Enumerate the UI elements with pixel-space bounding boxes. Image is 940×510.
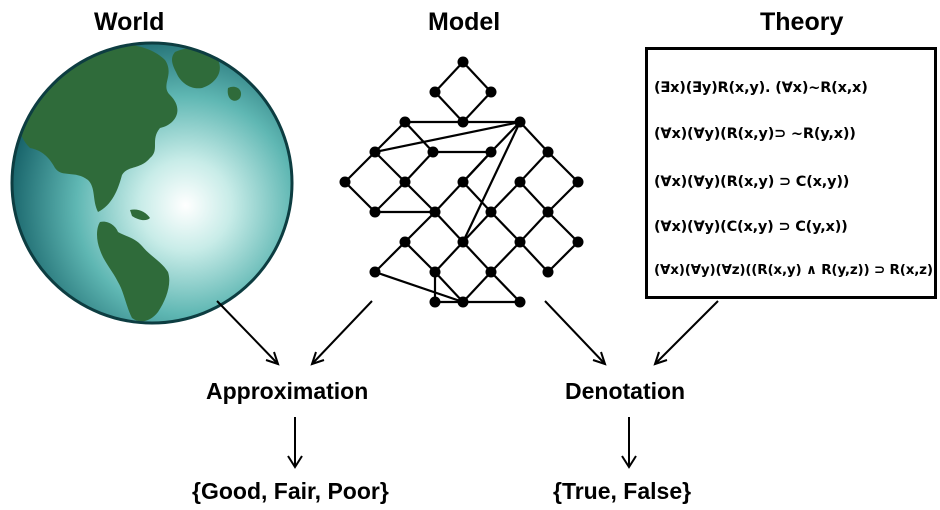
- lattice-edge: [519, 151, 549, 183]
- lattice-node: [572, 236, 584, 248]
- denotation-label: Denotation: [565, 378, 686, 404]
- lattice-node: [369, 206, 381, 218]
- lattice-edge: [404, 211, 436, 243]
- lattice-node: [339, 176, 351, 188]
- lattice-edge: [404, 151, 434, 183]
- lattice-edge: [374, 151, 406, 183]
- lattice-edge: [519, 121, 549, 153]
- lattice-node: [399, 116, 411, 128]
- lattice-edge: [434, 91, 464, 123]
- lattice-node: [542, 206, 554, 218]
- lattice-edge: [462, 241, 492, 273]
- arrow-denotation-to-values: [621, 417, 637, 469]
- lattice-node: [514, 116, 526, 128]
- lattice-edge: [374, 181, 406, 213]
- theory-heading: Theory: [760, 8, 844, 36]
- arrow-model-to-denotation: [544, 300, 607, 366]
- lattice-node: [429, 206, 441, 218]
- lattice-edge: [519, 241, 549, 273]
- lattice-edge: [434, 241, 464, 273]
- lattice-edge: [404, 121, 434, 153]
- lattice-edge: [490, 271, 521, 303]
- lattice-node: [457, 56, 469, 68]
- lattice-edge: [462, 211, 492, 243]
- lattice-edge: [462, 61, 492, 93]
- lattice-edge: [547, 241, 579, 273]
- lattice-edge: [462, 151, 492, 183]
- lattice-edge: [490, 181, 521, 213]
- lattice-edge: [547, 181, 579, 213]
- lattice-node: [457, 236, 469, 248]
- arrow-approximation-to-values: [287, 417, 303, 469]
- lattice-edge: [462, 91, 492, 123]
- lattice-node: [514, 296, 526, 308]
- theory-formula: (∀x)(∀y)(R(x,y)⊃ ~R(y,x)): [654, 126, 856, 142]
- approximation-label: Approximation: [206, 378, 369, 404]
- lattice-edge: [434, 61, 464, 93]
- lattice-edge: [374, 120, 521, 154]
- lattice-node: [457, 116, 469, 128]
- lattice-edge: [490, 241, 521, 273]
- approximation-values: {Good, Fair, Poor}: [192, 478, 389, 504]
- lattice-edge: [519, 181, 549, 213]
- model-heading: Model: [428, 8, 501, 36]
- lattice-node: [485, 146, 497, 158]
- lattice-node: [514, 176, 526, 188]
- lattice-node: [514, 236, 526, 248]
- lattice-node: [429, 266, 441, 278]
- globe-continent-south-america: [97, 221, 170, 322]
- lattice-node: [485, 266, 497, 278]
- lattice-node: [542, 146, 554, 158]
- globe-continent-greenland: [172, 48, 220, 89]
- lattice-edge: [434, 271, 464, 303]
- arrow-theory-to-denotation: [653, 300, 719, 366]
- lattice-node: [572, 176, 584, 188]
- lattice-node: [457, 176, 469, 188]
- arrow-world-to-approximation: [216, 300, 280, 366]
- world-heading: World: [94, 8, 165, 36]
- lattice-node: [485, 206, 497, 218]
- lattice-edge: [547, 151, 579, 183]
- globe-caribbean: [130, 209, 150, 221]
- lattice-edge: [490, 211, 521, 243]
- lattice-edge: [344, 151, 376, 183]
- lattice-node: [369, 266, 381, 278]
- lattice-edge: [519, 211, 549, 243]
- lattice-node: [429, 296, 441, 308]
- globe-island-small: [227, 86, 242, 101]
- lattice-edge: [434, 181, 464, 213]
- lattice-edge: [462, 181, 492, 213]
- lattice-node: [485, 86, 497, 98]
- lattice-edge: [434, 211, 464, 243]
- lattice-edge: [547, 211, 579, 243]
- lattice-node: [429, 86, 441, 98]
- theory-formula: (∀x)(∀y)(R(x,y) ⊃ C(x,y)): [654, 174, 850, 190]
- lattice-node: [542, 266, 554, 278]
- lattice-edge: [462, 271, 492, 303]
- lattice-node: [399, 236, 411, 248]
- lattice-edge: [374, 270, 464, 304]
- globe-continent-north-america: [19, 44, 178, 212]
- lattice-edge: [404, 241, 436, 273]
- lattice-model: [339, 56, 584, 308]
- lattice-edge: [344, 181, 376, 213]
- lattice-edge: [374, 241, 406, 273]
- lattice-node: [457, 296, 469, 308]
- theory-formula: (∃x)(∃y)R(x,y). (∀x)~R(x,x): [654, 80, 868, 96]
- arrows: [216, 300, 719, 469]
- lattice-node: [427, 146, 439, 158]
- lattice-edge: [462, 121, 521, 243]
- lattice-edge: [490, 121, 521, 153]
- globe-illustration: [10, 41, 294, 325]
- denotation-values: {True, False}: [553, 478, 692, 504]
- theory-formula: (∀x)(∀y)(∀z)((R(x,y) ∧ R(y,z)) ⊃ R(x,z): [654, 262, 933, 278]
- lattice-node: [399, 176, 411, 188]
- theory-box: (∃x)(∃y)R(x,y). (∀x)~R(x,x) (∀x)(∀y)(R(x…: [645, 47, 937, 299]
- arrow-model-to-approximation: [310, 300, 373, 366]
- lattice-edge: [404, 181, 436, 213]
- lattice-edge: [374, 121, 406, 153]
- lattice-node: [369, 146, 381, 158]
- theory-formula: (∀x)(∀y)(C(x,y) ⊃ C(y,x)): [654, 219, 848, 235]
